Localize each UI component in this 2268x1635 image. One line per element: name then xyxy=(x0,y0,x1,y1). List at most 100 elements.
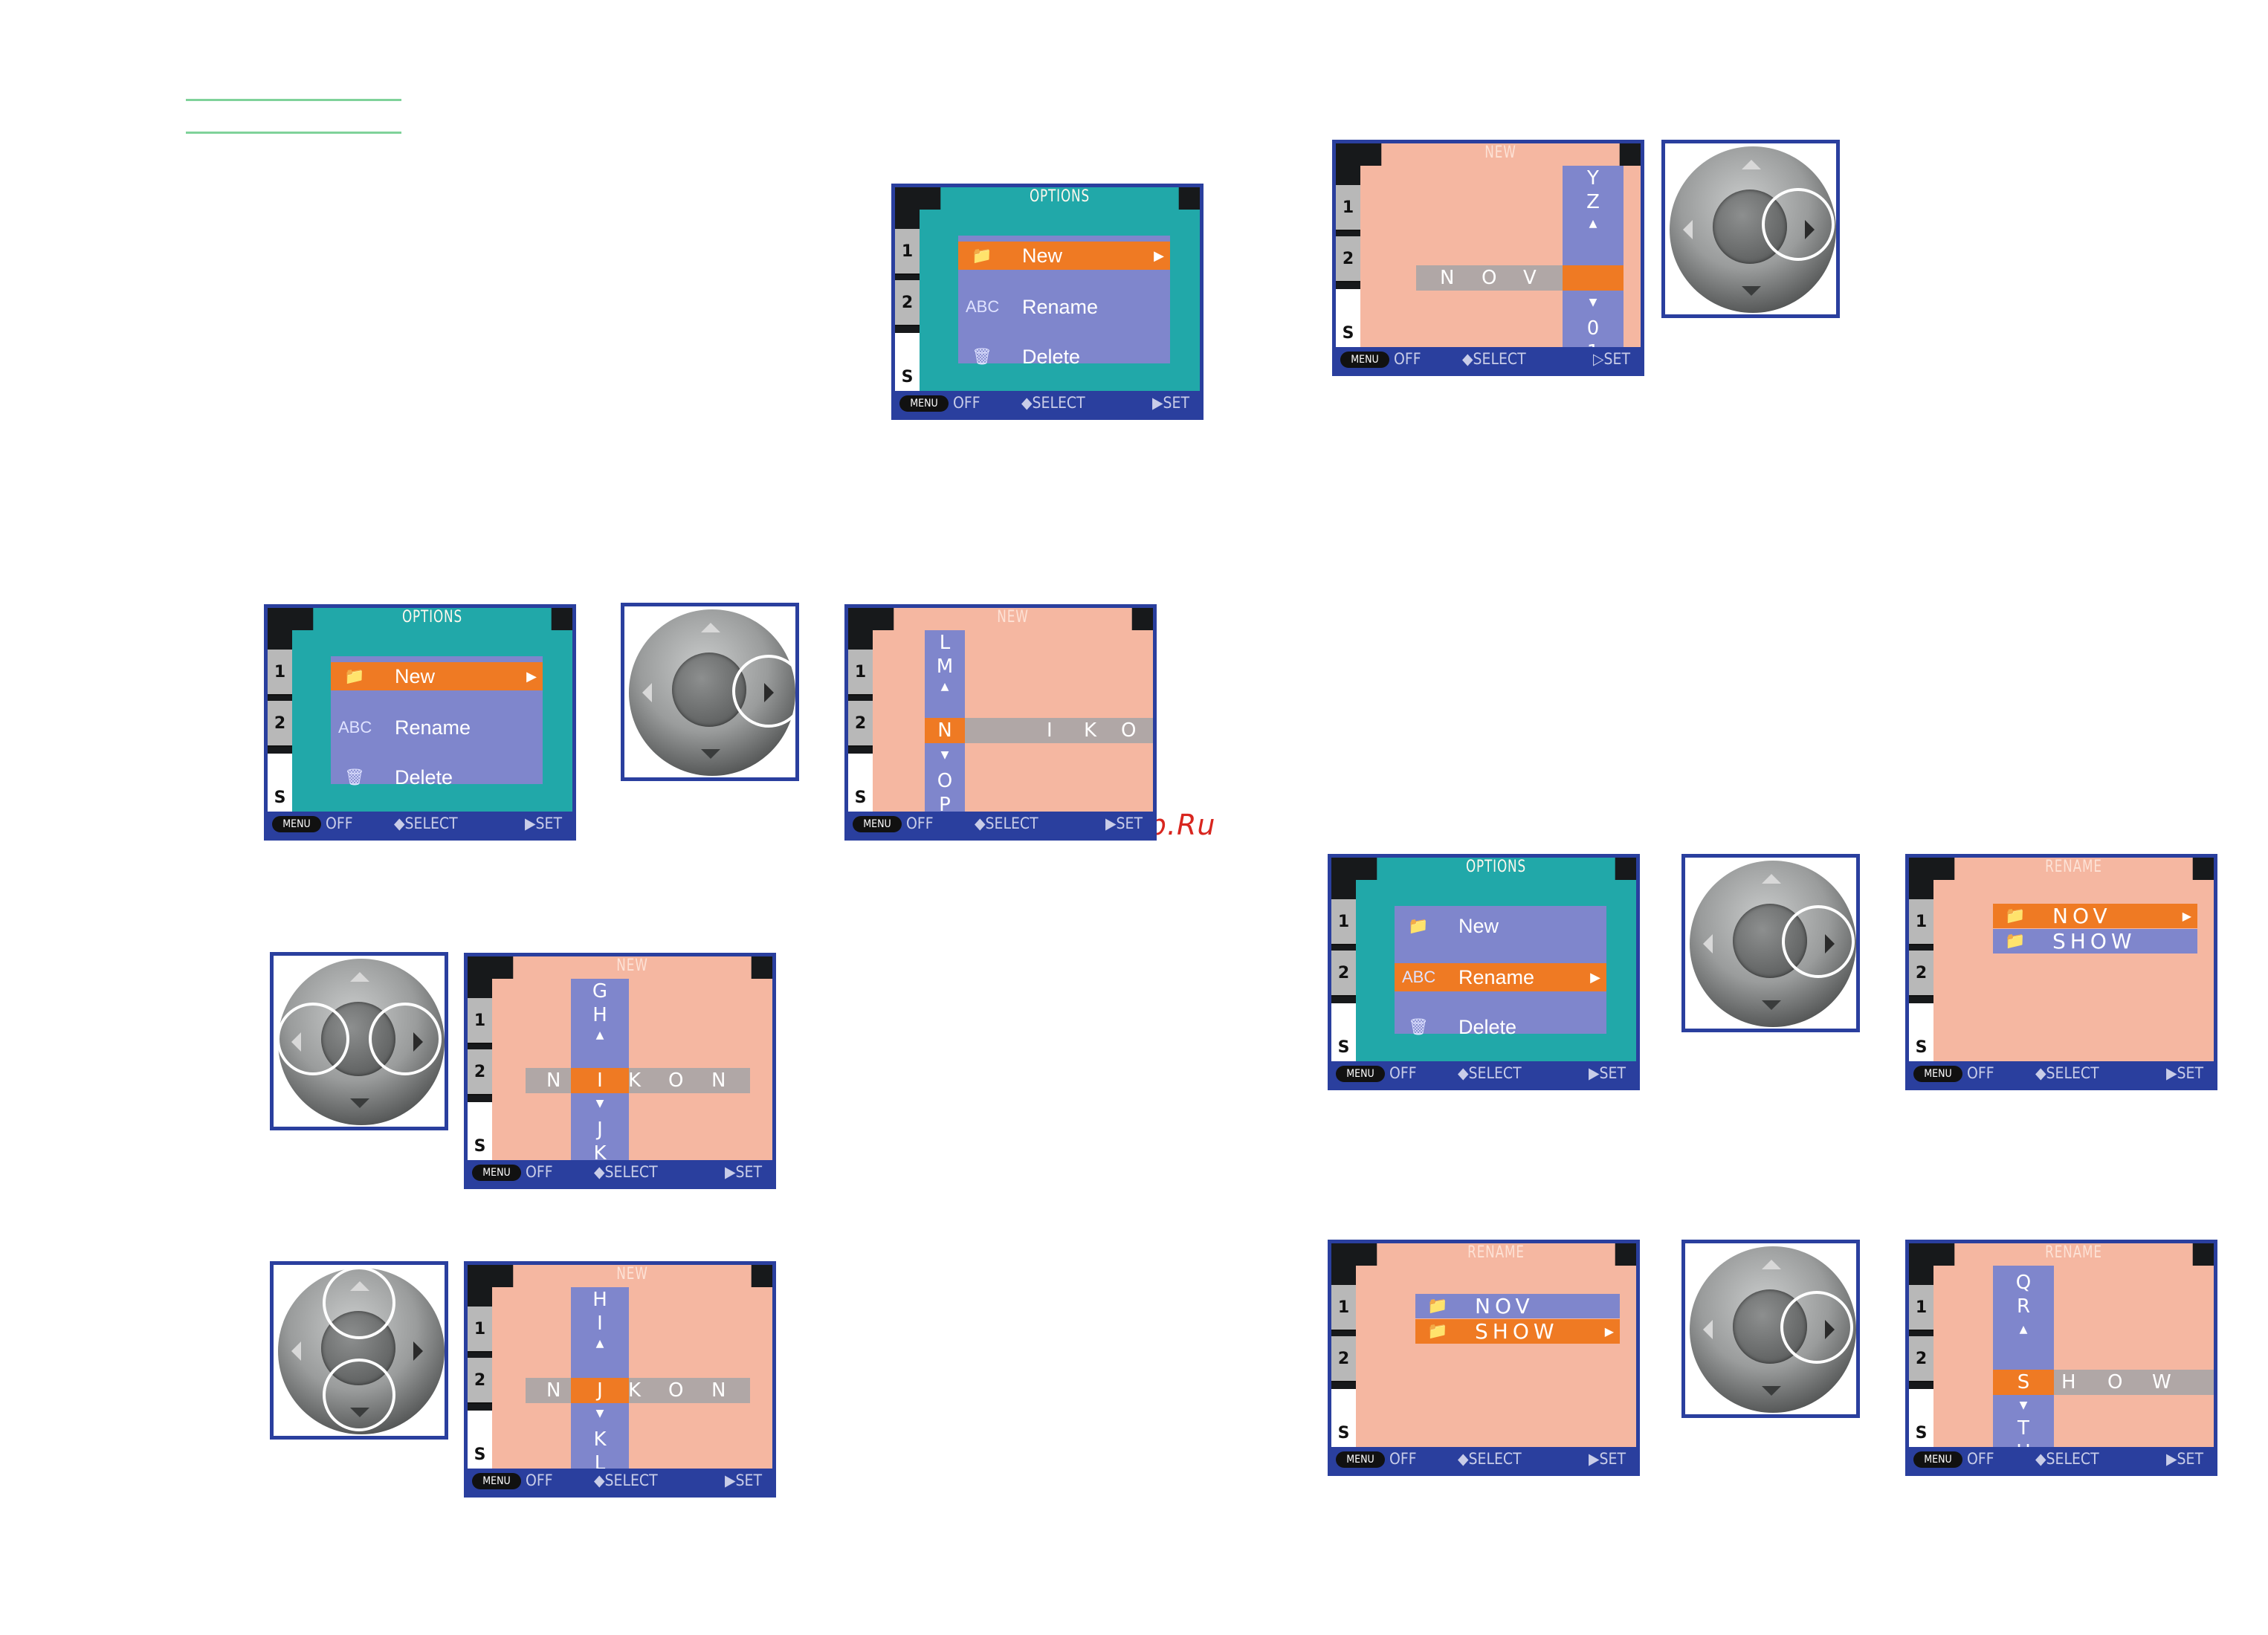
tab-setup[interactable]: S xyxy=(895,333,920,397)
name-entry-field: N O V xyxy=(1416,265,1591,291)
selected-char: J xyxy=(571,1378,629,1403)
tab-setup[interactable]: S xyxy=(468,1411,492,1474)
arrow-up-icon: ▲ xyxy=(595,1338,604,1350)
arrow-right-icon: ▶ xyxy=(2182,909,2191,923)
tab-setup[interactable]: S xyxy=(848,754,873,818)
tab-strip: 1 2 S xyxy=(468,1287,492,1474)
tab-1[interactable]: 1 xyxy=(1909,899,1933,945)
tab-setup[interactable]: S xyxy=(1336,289,1360,353)
rename-screen-3: RENAME 1 2 S H O W Q R ▲ S ▼ T U MENU OF… xyxy=(1905,1240,2217,1476)
screen-title: NEW xyxy=(513,1265,752,1287)
tab-2[interactable]: 2 xyxy=(1336,236,1360,282)
screen-title: NEW xyxy=(513,956,752,979)
arrow-up-icon: ▲ xyxy=(595,1029,604,1041)
tab-1[interactable]: 1 xyxy=(848,650,873,696)
screen-title: OPTIONS xyxy=(1377,858,1615,880)
folder-icon: 📁 xyxy=(2005,932,2026,951)
char-selector[interactable]: G H ▲ I ▼ J K xyxy=(571,979,629,1165)
arrow-down-icon xyxy=(1742,286,1761,296)
tab-2[interactable]: 2 xyxy=(268,701,292,747)
folder-icon: 📁 xyxy=(1427,1297,1448,1315)
tab-1[interactable]: 1 xyxy=(468,1307,492,1353)
tab-1[interactable]: 1 xyxy=(1331,1285,1356,1331)
tab-setup[interactable]: S xyxy=(1331,1003,1356,1067)
tab-2[interactable]: 2 xyxy=(1909,1336,1933,1382)
tab-setup[interactable]: S xyxy=(268,754,292,818)
folder-new-icon: 📁 xyxy=(344,667,365,685)
folder-trash-icon: 🗑 xyxy=(344,768,365,786)
new-screen-2: NEW 1 2 S N K O N G H ▲ I ▼ J K MENU OFF… xyxy=(464,953,776,1189)
arrow-right-icon: ▶ xyxy=(1154,248,1164,263)
tab-strip: 1 2 S xyxy=(468,979,492,1166)
press-right-highlight xyxy=(1762,188,1835,261)
menu-item-new[interactable]: 📁New▶ xyxy=(958,242,1170,270)
folder-item-nov[interactable]: 📁NOV▶ xyxy=(1993,904,2197,928)
new-screen-4: NEW 1 2 S N O V Y Z ▲ ▼ 0 1 MENU OFF ◆SE… xyxy=(1332,140,1644,376)
tab-2[interactable]: 2 xyxy=(895,280,920,326)
arrow-down-icon: ▼ xyxy=(940,749,949,761)
folder-trash-icon: 🗑 xyxy=(1408,1017,1429,1036)
new-screen-1: NEW 1 2 S I K O N L M ▲ N ▼ O P MENU OFF… xyxy=(844,604,1157,841)
button-guide: MENU OFF ◆SELECT ▶SET xyxy=(1909,1447,2214,1472)
name-entry-field: N K O N xyxy=(526,1068,750,1093)
tab-strip: 1 2 S xyxy=(1909,1266,1933,1453)
tab-1[interactable]: 1 xyxy=(1336,185,1360,231)
folder-item-show[interactable]: 📁SHOW xyxy=(1993,929,2197,954)
tab-setup[interactable]: S xyxy=(1909,1389,1933,1453)
tab-2[interactable]: 2 xyxy=(468,1049,492,1095)
tab-strip: 1 2 S xyxy=(1336,166,1360,353)
menu-item-delete[interactable]: 🗑Delete xyxy=(958,343,1170,371)
tab-1[interactable]: 1 xyxy=(468,998,492,1044)
screen-main: I K O N L M ▲ N ▼ O P xyxy=(873,630,1153,816)
folder-item-nov[interactable]: 📁NOV xyxy=(1415,1294,1620,1318)
arrow-up-icon: ▲ xyxy=(2019,1324,2028,1335)
abc-rename-icon: ABC xyxy=(1402,968,1436,986)
menu-button-icon: MENU xyxy=(1336,1451,1385,1468)
tab-2[interactable]: 2 xyxy=(1331,1336,1356,1382)
arrow-up-icon xyxy=(1762,874,1781,884)
menu-item-new[interactable]: 📁New xyxy=(1395,912,1606,940)
menu-item-new[interactable]: 📁New▶ xyxy=(331,662,543,690)
tab-setup[interactable]: S xyxy=(1331,1389,1356,1453)
tab-strip: 1 2 S xyxy=(848,630,873,818)
menu-item-delete[interactable]: 🗑Delete xyxy=(331,763,543,791)
menu-button-icon: MENU xyxy=(853,816,902,832)
button-guide: MENU OFF ◆SELECT ▶SET xyxy=(895,391,1200,416)
multi-selector-right xyxy=(1681,1240,1860,1418)
tab-1[interactable]: 1 xyxy=(1331,899,1356,945)
tab-setup[interactable]: S xyxy=(468,1102,492,1166)
tab-2[interactable]: 2 xyxy=(468,1358,492,1404)
tab-1[interactable]: 1 xyxy=(1909,1285,1933,1331)
char-selector[interactable]: Y Z ▲ ▼ 0 1 xyxy=(1563,166,1624,363)
tab-1[interactable]: 1 xyxy=(268,650,292,696)
arrow-up-icon: ▲ xyxy=(1589,218,1597,230)
tab-setup[interactable]: S xyxy=(1909,1003,1933,1067)
tab-1[interactable]: 1 xyxy=(895,229,920,275)
screen-title: OPTIONS xyxy=(940,187,1179,210)
folder-item-show[interactable]: 📁SHOW▶ xyxy=(1415,1319,1620,1344)
menu-button-icon: MENU xyxy=(899,395,949,412)
tab-2[interactable]: 2 xyxy=(1909,951,1933,997)
rename-screen-2: RENAME 1 2 S 📁NOV 📁SHOW▶ MENU OFF ◆SELEC… xyxy=(1328,1240,1640,1476)
folder-icon: 📁 xyxy=(1427,1322,1448,1341)
button-guide: MENU OFF ◆SELECT ▶SET xyxy=(1331,1447,1636,1472)
rename-screen-1: RENAME 1 2 S 📁NOV▶ 📁SHOW MENU OFF ◆SELEC… xyxy=(1905,854,2217,1090)
arrow-up-icon xyxy=(1762,1260,1781,1269)
arrow-up-icon xyxy=(1742,160,1761,169)
folder-new-icon: 📁 xyxy=(1408,916,1429,935)
tab-2[interactable]: 2 xyxy=(848,701,873,747)
button-guide: MENU OFF ◆SELECT ▶SET xyxy=(848,812,1153,837)
char-selector[interactable]: H I ▲ J ▼ K L xyxy=(571,1287,629,1474)
screen-title: RENAME xyxy=(1954,858,2193,880)
menu-item-delete[interactable]: 🗑Delete xyxy=(1395,1013,1606,1041)
arrow-up-icon: ▲ xyxy=(940,681,949,693)
tab-2[interactable]: 2 xyxy=(1331,951,1356,997)
selected-char: I xyxy=(571,1068,629,1093)
char-selector[interactable]: L M ▲ N ▼ O P xyxy=(925,630,965,816)
char-selector[interactable]: Q R ▲ S ▼ T U xyxy=(1993,1266,2054,1463)
